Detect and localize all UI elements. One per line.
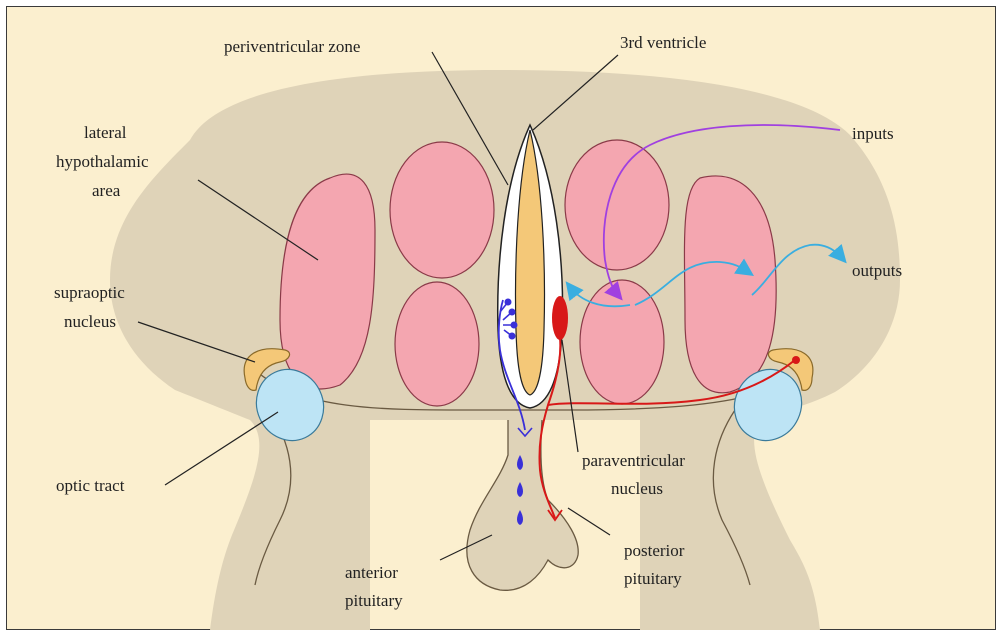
label-paraventricular-line1: paraventricular — [582, 451, 685, 470]
label-posterior-line2: pituitary — [624, 569, 682, 588]
nucleus-left-lower — [395, 282, 479, 406]
label-optic-tract: optic tract — [56, 476, 125, 495]
label-anterior-line2: pituitary — [345, 591, 403, 610]
label-inputs: inputs — [852, 124, 894, 143]
label-lateral-line3: area — [92, 181, 121, 200]
leader-posterior-pituitary — [568, 508, 610, 535]
label-posterior-line1: posterior — [624, 541, 685, 560]
label-anterior-line1: anterior — [345, 563, 398, 582]
label-supraoptic-line2: nucleus — [64, 312, 116, 331]
nucleus-left-upper — [390, 142, 494, 278]
label-lateral-line2: hypothalamic — [56, 152, 149, 171]
pituitary-gland — [467, 420, 578, 590]
nucleus-right-upper — [565, 140, 669, 270]
label-periventricular-zone: periventricular zone — [224, 37, 360, 56]
label-paraventricular-line2: nucleus — [611, 479, 663, 498]
nucleus-right-lower — [580, 280, 664, 404]
label-lateral-line1: lateral — [84, 123, 127, 142]
label-outputs: outputs — [852, 261, 902, 280]
label-supraoptic-line1: supraoptic — [54, 283, 125, 302]
label-third-ventricle: 3rd ventricle — [620, 33, 706, 52]
